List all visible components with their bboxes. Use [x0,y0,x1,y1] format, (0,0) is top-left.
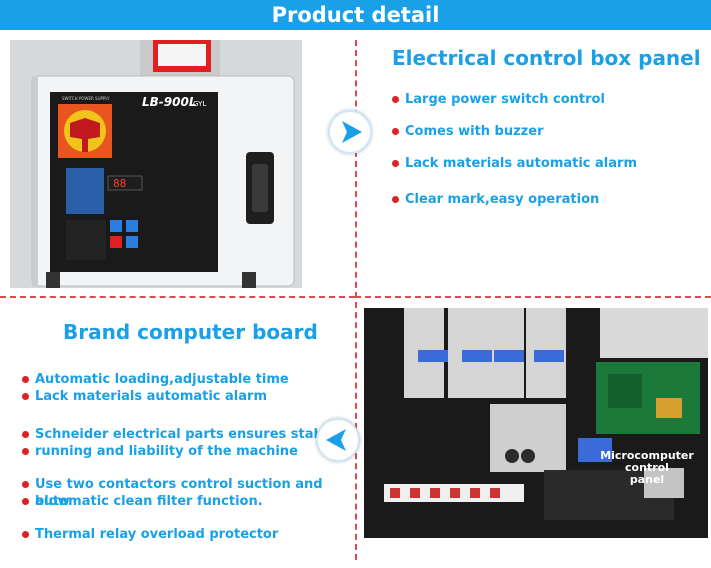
electrical-parts-image [364,308,708,538]
section1-heading: Electrical control box panel [392,46,701,70]
bullet-item: Lack materials automatic alarm [22,388,352,405]
arrow-right-button[interactable] [328,110,372,154]
bullet-item: Clear mark,easy operation [392,191,704,208]
arrow-left-icon [326,429,346,451]
display-digits: 88 [113,177,126,190]
model-label: LB-900L [142,95,196,109]
photo-caption: Microcomputer control panel [582,450,708,486]
horizontal-divider-left [0,296,355,298]
arrow-left-button[interactable] [316,418,360,462]
bullet-item: Use two contactors control suction and b… [22,476,352,509]
bullet-item: Lack materials automatic alarm [392,155,704,172]
bullet-item: Thermal relay overload protector [22,526,352,543]
caption-line-2: panel [629,473,665,486]
bullet-item: automatic clean filter function. [22,493,352,510]
bullet-item: Schneider electrical parts ensures stabl… [22,426,352,443]
bullet-item: Large power switch control [392,91,704,108]
caption-line-1: Microcomputer control [600,449,694,474]
bullet-item: Comes with buzzer [392,123,704,140]
page-title: Product detail [271,3,440,27]
section2-bullet-list: Automatic loading,adjustable time Lack m… [22,371,352,543]
section1-bullet-list: Large power switch control Comes with bu… [392,91,704,208]
arrow-right-icon [342,121,362,143]
control-box-image: 88 LB-900L GYL SWITCH POWER SUPPLY [10,40,302,288]
bullet-item: Automatic loading,adjustable time [22,371,352,388]
vertical-divider [355,40,357,560]
horizontal-divider-right [355,296,711,298]
header-bar: Product detail [0,0,711,30]
panel-top-label: SWITCH POWER SUPPLY [62,96,110,101]
control-box-photo: 88 LB-900L GYL SWITCH POWER SUPPLY [10,40,302,288]
electrical-parts-photo: Microcomputer control panel [364,308,708,538]
model-suffix: GYL [193,100,206,108]
bullet-item: running and liability of the machine [22,443,352,460]
section2-heading: Brand computer board [63,320,318,344]
